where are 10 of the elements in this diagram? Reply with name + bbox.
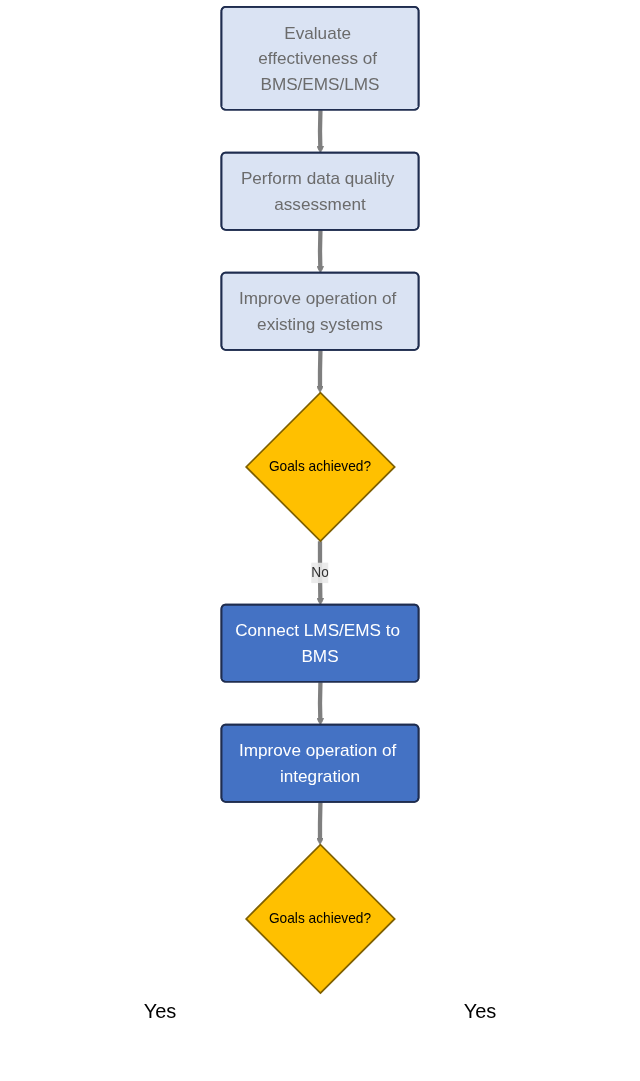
arrow — [316, 682, 325, 726]
arrow — [316, 350, 324, 393]
yes-label: Yes — [143, 1000, 177, 1023]
arrow — [316, 230, 325, 274]
node-diamond: Goals achieved? — [245, 843, 396, 995]
yes-label: Yes — [463, 1000, 497, 1023]
node-diamond: Goals achieved? — [245, 391, 396, 543]
arrow — [316, 110, 325, 154]
arrow — [316, 802, 324, 845]
edge-label: No — [311, 565, 329, 580]
